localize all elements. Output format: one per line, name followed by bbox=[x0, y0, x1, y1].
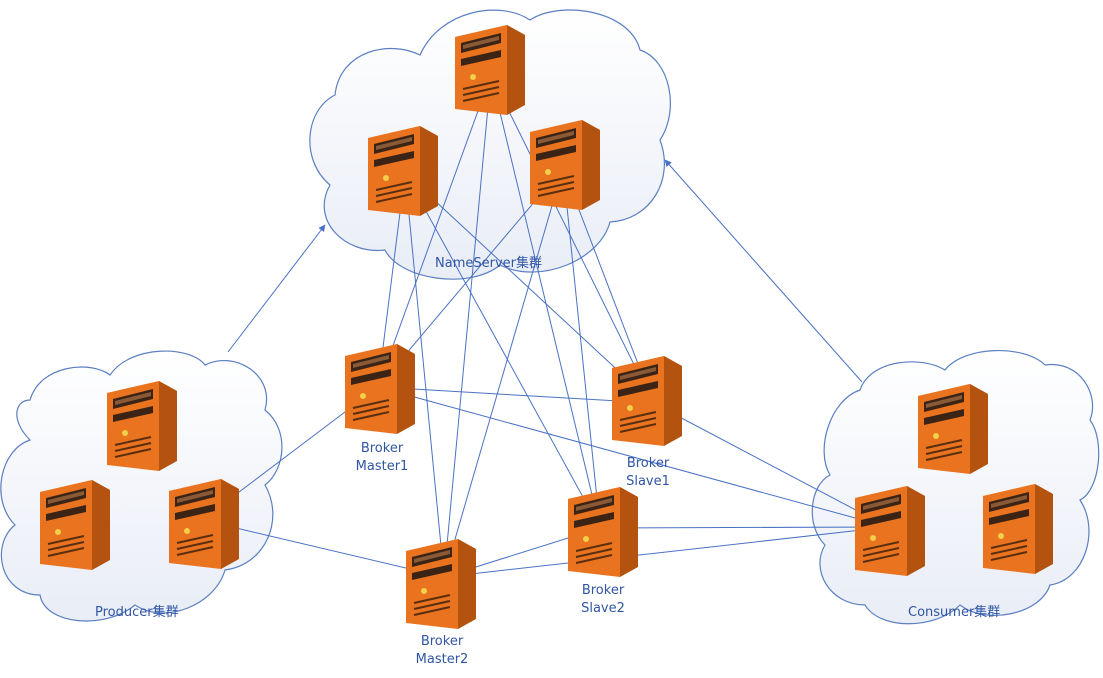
link-cons-m1 bbox=[377, 386, 889, 528]
link-s2-nsTop bbox=[490, 74, 601, 529]
link-prod-m2 bbox=[201, 519, 445, 578]
broker-slave1-label-line2: Slave1 bbox=[626, 474, 670, 489]
consumer-to-nameserver-arrow bbox=[664, 159, 863, 383]
nameserver-server-top bbox=[455, 24, 525, 116]
producer-server-left bbox=[40, 479, 110, 571]
consumer-server-left bbox=[855, 485, 925, 577]
nameserver-server-left bbox=[368, 125, 438, 217]
link-s1-nsLeft bbox=[404, 172, 654, 404]
link-s1-nsTop bbox=[490, 74, 654, 404]
consumer-cluster-label: Consumer集群 bbox=[908, 605, 1001, 620]
broker-master1-label-line2: Master1 bbox=[355, 459, 409, 474]
producer-to-nameserver-arrow bbox=[227, 224, 326, 353]
link-s2-nsLeft bbox=[404, 172, 601, 529]
producer-cluster-label: Producer集群 bbox=[95, 605, 179, 620]
nameserver-cluster-label: NameServer集群 bbox=[435, 256, 542, 271]
link-m1-nsTop bbox=[377, 74, 492, 388]
producer-server-right bbox=[169, 478, 239, 570]
link-cons-s1 bbox=[652, 402, 889, 528]
broker-slave2-label-line2: Slave2 bbox=[581, 601, 625, 616]
link-cons-m2 bbox=[443, 526, 889, 578]
broker-slave1-label: Broker Slave1 bbox=[618, 455, 678, 491]
broker-master2-label-line1: Broker bbox=[420, 634, 464, 649]
broker-slave1-label-line1: Broker bbox=[626, 456, 670, 471]
link-s2-nsRight bbox=[562, 167, 601, 529]
broker-master2-label-line2: Master2 bbox=[415, 652, 469, 667]
link-m2-nsTop bbox=[443, 74, 492, 578]
broker-slave2-server bbox=[568, 486, 638, 578]
broker-master2-label: Broker Master2 bbox=[412, 633, 472, 669]
broker-slave2-label: Broker Slave2 bbox=[573, 582, 633, 618]
broker-master1-label-line1: Broker bbox=[360, 441, 404, 456]
link-m1-nsRight bbox=[377, 167, 564, 388]
link-m1-s1 bbox=[377, 386, 654, 404]
link-cons-s2 bbox=[599, 526, 889, 529]
consumer-server-right bbox=[983, 483, 1053, 575]
broker-master1-label: Broker Master1 bbox=[352, 440, 412, 476]
producer-server-top bbox=[107, 380, 177, 472]
broker-slave1-server bbox=[612, 355, 682, 447]
broker-master2-server bbox=[406, 538, 476, 630]
broker-master1-server bbox=[345, 343, 415, 435]
link-m2-nsRight bbox=[443, 167, 564, 578]
consumer-server-top bbox=[918, 383, 988, 475]
nameserver-server-right bbox=[530, 119, 600, 211]
broker-slave2-label-line1: Broker bbox=[581, 583, 625, 598]
link-m2-nsLeft bbox=[404, 172, 445, 578]
